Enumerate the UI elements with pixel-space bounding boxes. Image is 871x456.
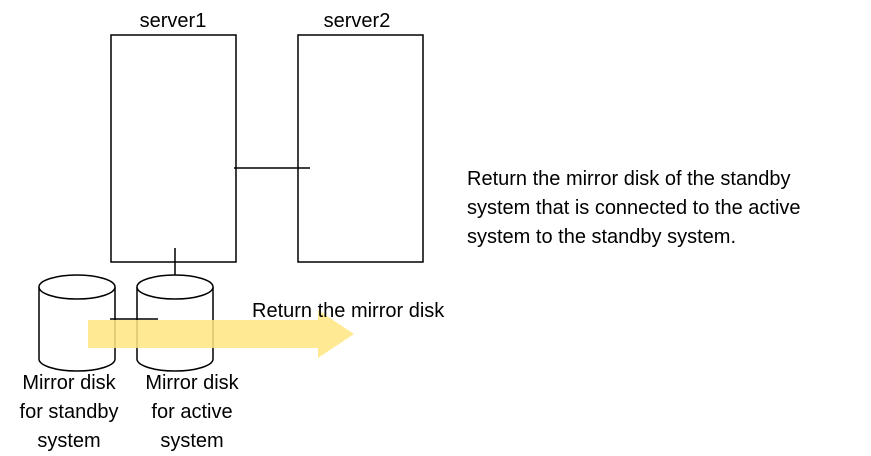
standby-disk-label-line-1: Mirror disk <box>22 372 116 394</box>
standby-disk-label: Mirror disk for standby system <box>9 369 129 456</box>
server1-label: server1 <box>139 10 207 32</box>
standby-mirror-disk-icon <box>38 274 116 372</box>
active-disk-label-line-2: for active <box>151 401 233 423</box>
description-line-1: Return the mirror disk of the standby <box>467 168 791 190</box>
server2-box <box>297 34 424 263</box>
return-arrow-label: Return the mirror disk <box>252 300 445 322</box>
return-arrow-icon <box>88 310 354 358</box>
active-disk-label-line-1: Mirror disk <box>145 372 239 394</box>
description-text: Return the mirror disk of the standby sy… <box>467 165 801 252</box>
active-disk-label-line-3: system <box>160 430 224 452</box>
description-line-3: system to the standby system. <box>467 226 736 248</box>
standby-disk-label-line-2: for standby <box>19 401 119 423</box>
server1-box <box>110 34 237 263</box>
server2-label: server2 <box>323 10 391 32</box>
standby-disk-label-line-3: system <box>37 430 101 452</box>
active-disk-label: Mirror disk for active system <box>132 369 252 456</box>
description-line-2: system that is connected to the active <box>467 197 801 219</box>
